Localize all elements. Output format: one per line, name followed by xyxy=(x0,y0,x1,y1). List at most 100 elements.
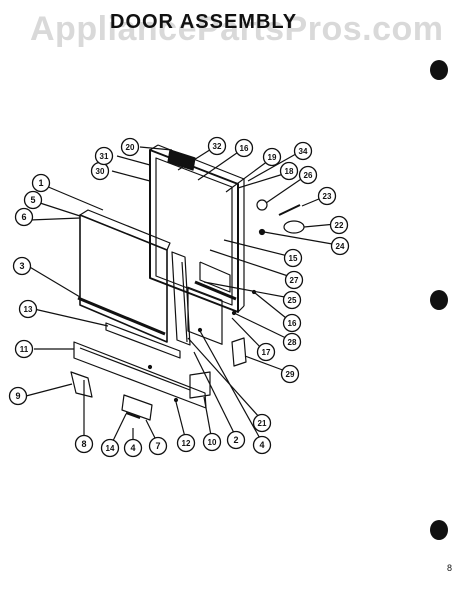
callout-circle xyxy=(176,433,196,453)
callout-13: 13 xyxy=(18,299,38,319)
callout-circle xyxy=(284,270,304,290)
callout-25: 25 xyxy=(282,290,302,310)
binder-hole-middle xyxy=(430,290,448,310)
callout-4: 4 xyxy=(252,435,272,455)
callout-circle xyxy=(262,147,282,167)
callout-circle xyxy=(120,137,140,157)
callout-label: 21 xyxy=(258,419,267,428)
callout-21: 21 xyxy=(252,413,272,433)
callout-label: 14 xyxy=(106,444,115,453)
page-number: 8 xyxy=(447,563,453,573)
callout-circle xyxy=(282,290,302,310)
callout-circle xyxy=(330,236,350,256)
binder-hole-bottom xyxy=(430,520,448,540)
callout-label: 18 xyxy=(285,167,294,176)
callout-circle xyxy=(148,436,168,456)
callout-label: 10 xyxy=(208,438,217,447)
callout-circle xyxy=(226,430,246,450)
diagram-title: DOOR ASSEMBLY xyxy=(110,11,298,33)
callout-22: 22 xyxy=(329,215,349,235)
callout-circle xyxy=(252,435,272,455)
callout-label: 30 xyxy=(96,167,105,176)
callout-circle xyxy=(94,146,114,166)
callout-circle xyxy=(14,339,34,359)
callout-28: 28 xyxy=(282,332,302,352)
callout-6: 6 xyxy=(14,207,34,227)
callout-31: 31 xyxy=(94,146,114,166)
callout-circle xyxy=(202,432,222,452)
callout-circle xyxy=(74,434,94,454)
callout-label: 12 xyxy=(182,439,191,448)
callout-label: 31 xyxy=(100,152,109,161)
callout-circle xyxy=(256,342,276,362)
callout-circle xyxy=(207,136,227,156)
inner-door-frame xyxy=(149,149,239,313)
callout-label: 24 xyxy=(336,242,345,251)
callout-label: 8 xyxy=(81,439,86,449)
callout-label: 32 xyxy=(213,142,222,151)
callout-circle xyxy=(283,248,303,268)
callout-3: 3 xyxy=(12,256,32,276)
part-26-disc xyxy=(256,199,268,211)
callout-30: 30 xyxy=(90,161,110,181)
callout-circle xyxy=(293,141,313,161)
callout-label: 22 xyxy=(335,221,344,230)
side-bracket xyxy=(231,337,247,367)
callout-circle xyxy=(298,165,318,185)
callout-circle xyxy=(282,313,302,333)
callout-label: 11 xyxy=(20,345,29,354)
callout-label: 5 xyxy=(30,195,35,205)
toe-bracket-right xyxy=(121,394,153,421)
callout-19: 19 xyxy=(262,147,282,167)
callout-12: 12 xyxy=(176,433,196,453)
callout-circle xyxy=(317,186,337,206)
callout-circle xyxy=(12,256,32,276)
bottom-panel xyxy=(73,341,207,409)
callout-24: 24 xyxy=(330,236,350,256)
callout-14: 14 xyxy=(100,438,120,458)
callout-circle xyxy=(14,207,34,227)
callout-circle xyxy=(234,138,254,158)
callout-label: 17 xyxy=(262,348,271,357)
lower-strip xyxy=(105,322,181,359)
callout-circle xyxy=(31,173,51,193)
callout-20: 20 xyxy=(120,137,140,157)
callout-label: 34 xyxy=(299,147,308,156)
callout-label: 15 xyxy=(289,254,298,263)
callout-label: 4 xyxy=(259,440,264,450)
callout-circle xyxy=(123,438,143,458)
callout-label: 9 xyxy=(15,391,20,401)
callout-label: 28 xyxy=(288,338,297,347)
callout-15: 15 xyxy=(283,248,303,268)
callout-2: 2 xyxy=(226,430,246,450)
callout-label: 13 xyxy=(24,305,33,314)
callout-32: 32 xyxy=(207,136,227,156)
callout-8: 8 xyxy=(74,434,94,454)
callout-label: 19 xyxy=(268,153,277,162)
callout-label: 7 xyxy=(155,441,160,451)
callout-9: 9 xyxy=(8,386,28,406)
callout-7: 7 xyxy=(148,436,168,456)
callout-label: 2 xyxy=(233,435,238,445)
door-liner-strip xyxy=(171,251,191,346)
part-22-spring xyxy=(283,220,305,234)
callout-16: 16 xyxy=(234,138,254,158)
callout-circle xyxy=(280,364,300,384)
binder-hole-top xyxy=(430,60,448,80)
callout-label: 6 xyxy=(21,212,26,222)
callout-26: 26 xyxy=(298,165,318,185)
callout-circle xyxy=(252,413,272,433)
callout-circle xyxy=(279,161,299,181)
callout-label: 23 xyxy=(323,192,332,201)
callout-label: 20 xyxy=(126,143,135,152)
callout-label: 26 xyxy=(304,171,313,180)
callout-circle xyxy=(329,215,349,235)
callout-label: 27 xyxy=(290,276,299,285)
callout-label: 16 xyxy=(240,144,249,153)
callout-10: 10 xyxy=(202,432,222,452)
watermark: AppliancePartsPros.com xyxy=(30,10,444,48)
callout-27: 27 xyxy=(284,270,304,290)
inner-door-frame-inner-edge xyxy=(155,157,233,306)
